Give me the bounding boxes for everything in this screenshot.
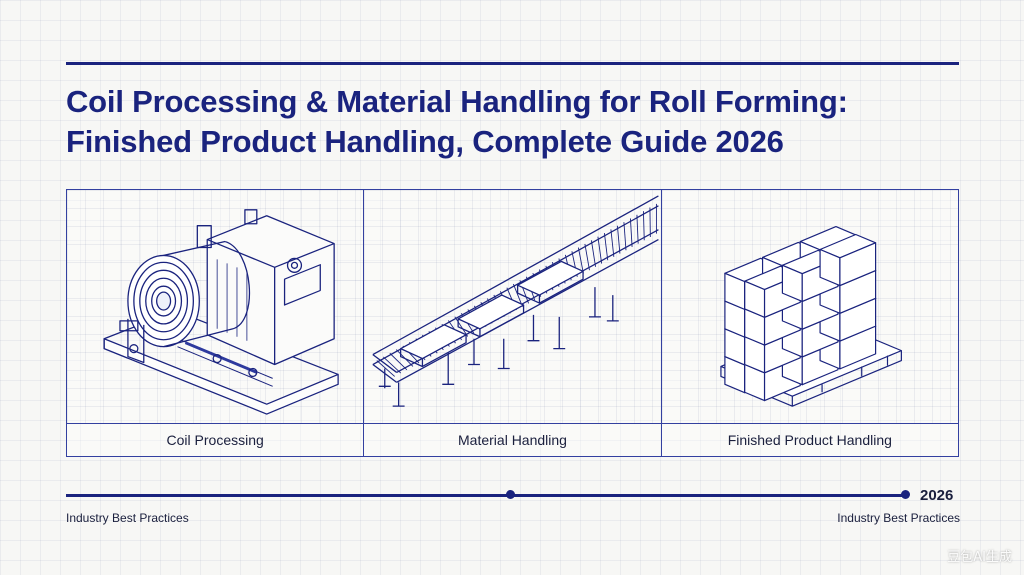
timeline-endpoint-dot — [901, 490, 910, 499]
top-rule — [66, 62, 959, 65]
page-title: Coil Processing & Material Handling for … — [66, 82, 966, 162]
panel-label: Finished Product Handling — [661, 423, 958, 456]
panel-label: Material Handling — [364, 423, 661, 456]
timeline-midpoint-dot — [506, 490, 515, 499]
footer-left-label: Industry Best Practices — [66, 511, 189, 525]
coil-machine-icon — [67, 190, 364, 423]
footer-right-label: Industry Best Practices — [837, 511, 960, 525]
title-line-2: Finished Product Handling, Complete Guid… — [66, 124, 784, 159]
timeline-year: 2026 — [920, 487, 954, 504]
panel-material-handling: Material Handling — [364, 190, 662, 456]
roller-conveyor-icon — [364, 190, 661, 423]
timeline-bar — [66, 494, 906, 497]
illustration-panels: Coil Processing — [66, 189, 959, 457]
watermark: 豆包AI生成 — [947, 550, 1012, 565]
panel-label: Coil Processing — [67, 423, 364, 456]
pallet-boxes-icon — [661, 190, 958, 423]
title-line-1: Coil Processing & Material Handling for … — [66, 84, 848, 119]
panel-coil-processing: Coil Processing — [67, 190, 365, 456]
panel-finished-product-handling: Finished Product Handling — [661, 190, 958, 456]
